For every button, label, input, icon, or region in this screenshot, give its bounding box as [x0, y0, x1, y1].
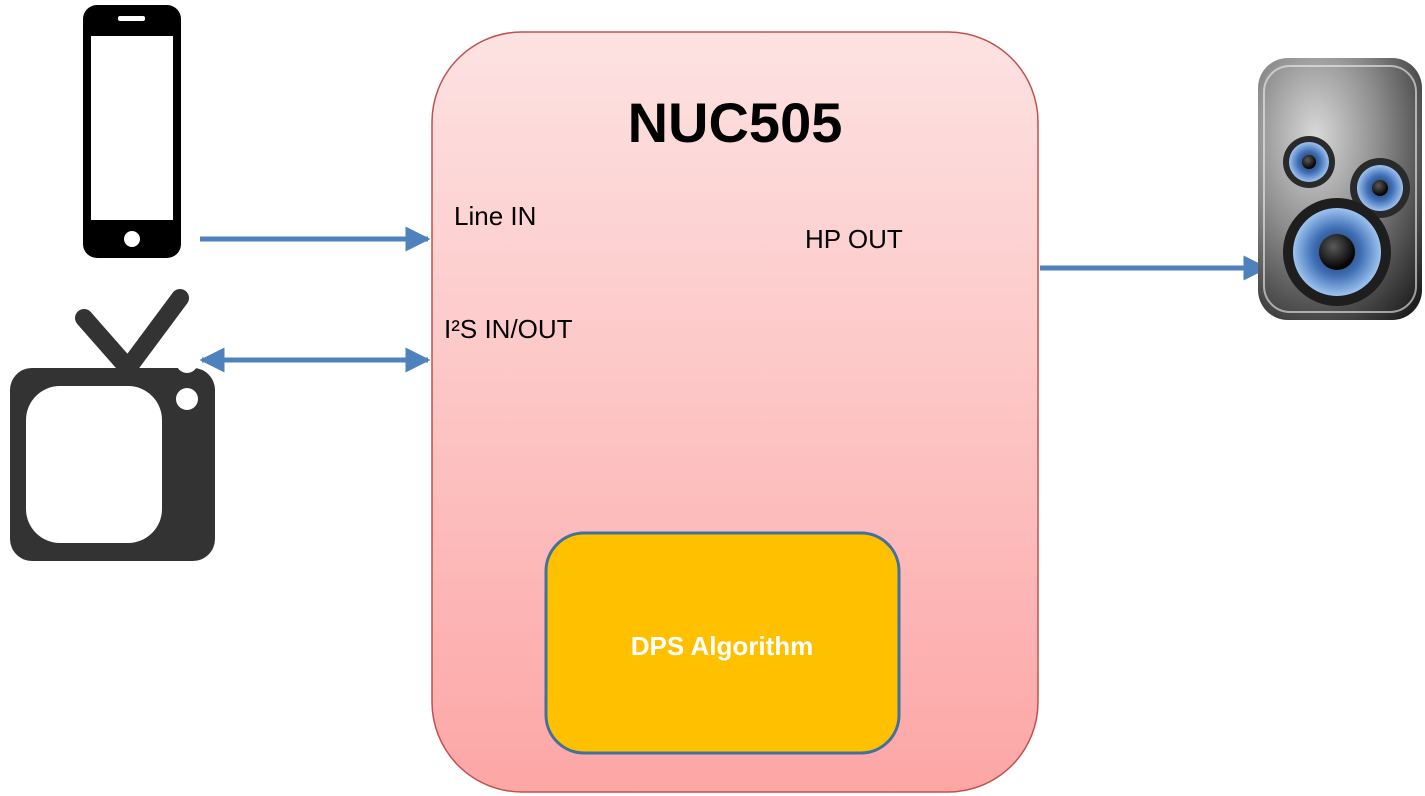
television-icon [10, 289, 215, 561]
hp-out-label: HP OUT [805, 224, 903, 254]
line-in-label: Line IN [454, 201, 536, 231]
dsp-algorithm-label: DPS Algorithm [631, 631, 813, 661]
smartphone-icon [83, 5, 181, 258]
i2s-label: I²S IN/OUT [444, 314, 573, 344]
dsp-algorithm-block [544, 531, 901, 755]
speaker-icon [1258, 58, 1422, 320]
chip-title: NUC505 [628, 91, 843, 154]
